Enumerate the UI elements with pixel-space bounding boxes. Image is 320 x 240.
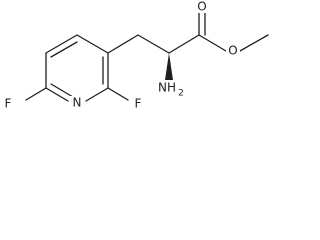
amine-subscript: 2 [178, 89, 184, 99]
fluorine-right-bg [131, 97, 145, 111]
bond-calpha-carbonyl [168, 34, 200, 54]
ring-bond-c2-n1 [85, 87, 109, 102]
carbonyl-oxygen-bg [195, 1, 209, 13]
ring-bond-c3-c4 [76, 34, 109, 54]
bond-ch2-calpha [137, 34, 170, 54]
amine-bg [157, 80, 186, 98]
fluorine-left-bg [0, 97, 14, 111]
ring-nitrogen-bg [69, 96, 85, 110]
ring-bond-n1-c6 [45, 87, 69, 102]
ring-inner-double-c5-c4 [50, 41, 78, 58]
ring-bond-c5-c4 [45, 34, 78, 54]
bond-c2-f [107, 87, 129, 101]
carbonyl-oxygen-label: O [197, 0, 206, 14]
ring-substituent-bonds [25, 34, 139, 101]
bond-c3-ch2 [107, 34, 139, 54]
molecule-structure: N F F O O NH 2 [0, 0, 269, 111]
structure-canvas: N F F O O NH 2 [0, 0, 269, 111]
stereo-wedge-amine [165, 53, 173, 80]
bond-c6-f [25, 87, 47, 101]
fluorine-left-label: F [5, 97, 12, 111]
ester-oxygen-bg [226, 44, 240, 58]
ester-oxygen-label: O [228, 44, 237, 58]
pyridine-ring [45, 34, 109, 102]
amino-acid-side-chain [137, 11, 269, 80]
ring-nitrogen-label: N [73, 96, 82, 110]
amine-label: NH [158, 81, 176, 95]
fluorine-right-label: F [135, 97, 142, 111]
ring-inner-double-n1-c6 [50, 83, 74, 98]
atom-labels: N F F O O NH 2 [0, 0, 240, 111]
bond-carbonyl-o-single [198, 34, 227, 52]
bond-o-methyl [239, 34, 269, 52]
